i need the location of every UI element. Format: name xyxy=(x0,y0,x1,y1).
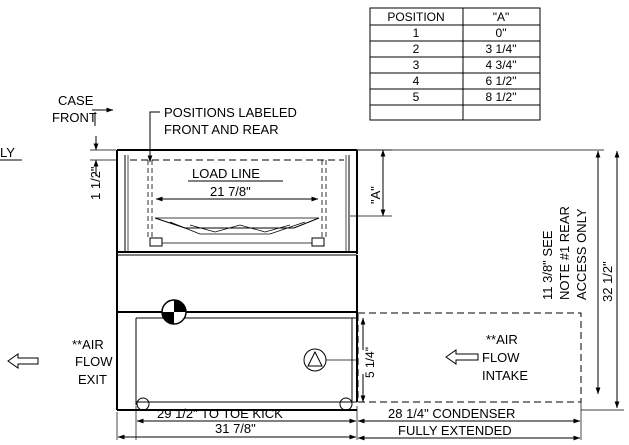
leg-front xyxy=(136,397,150,411)
leg-rear xyxy=(339,397,353,411)
rear-access-note: NOTE #1 REAR xyxy=(557,206,572,300)
air-flow-intake-label: INTAKE xyxy=(482,368,528,383)
condenser-access-icon xyxy=(303,348,327,372)
deck-pan-lower xyxy=(169,221,306,235)
toe-kick-dimension: 29 1/2" TO TOE KICK xyxy=(157,406,283,421)
air-flow-exit-label: FLOW xyxy=(75,354,113,369)
air-flow-exit-label: **AIR xyxy=(72,337,104,352)
air-intake-arrow-icon xyxy=(445,349,479,365)
deck-foot-rear xyxy=(311,237,325,247)
table-cell-position: 2 xyxy=(413,42,420,56)
positions-labeled-note: POSITIONS LABELED xyxy=(164,105,297,120)
cut-off-label: LY xyxy=(0,145,15,160)
table-cell-a: 8 1/2" xyxy=(486,90,517,104)
table-cell-a: 6 1/2" xyxy=(486,74,517,88)
center-of-gravity-icon xyxy=(161,299,187,325)
overall-height-dimension: 32 1/2" xyxy=(600,261,615,302)
condenser-extended-outline xyxy=(357,312,582,403)
case-front-label: FRONT xyxy=(52,110,97,125)
table-cell-position: 4 xyxy=(413,74,420,88)
lower-height-dimension: 5 1/4" xyxy=(363,347,377,378)
position-table: POSITION "A" 1 0" 2 3 1/4" 3 4 3/4" 4 6 … xyxy=(369,7,541,121)
table-cell-a: 4 3/4" xyxy=(486,58,517,72)
display-case-body xyxy=(116,149,582,411)
shelf-width-dimension: 21 7/8" xyxy=(210,184,251,199)
table-cell-a: 0" xyxy=(496,26,507,40)
table-border xyxy=(369,7,541,121)
table-cell-a: 3 1/4" xyxy=(486,42,517,56)
deck-baffle xyxy=(189,224,291,233)
deck-foot-front xyxy=(149,237,163,247)
a-dimension-label: "A" xyxy=(368,186,383,204)
left-height-dimension: 1 1/2" xyxy=(88,166,103,200)
table-cell-position: 1 xyxy=(413,26,420,40)
rear-access-note: 11 3/8" SEE xyxy=(540,230,555,300)
rear-access-note: ACCESS ONLY xyxy=(574,208,589,300)
table-cell-position: 5 xyxy=(413,90,420,104)
air-exit-arrow-icon xyxy=(7,353,39,369)
positions-labeled-leader xyxy=(147,111,160,163)
table-header-position: POSITION xyxy=(387,10,444,24)
table-cell-position: 3 xyxy=(413,58,420,72)
air-flow-exit-label: EXIT xyxy=(78,372,107,387)
positions-labeled-note: FRONT AND REAR xyxy=(164,122,279,137)
air-flow-intake-label: **AIR xyxy=(486,332,518,347)
condenser-extended-dimension: FULLY EXTENDED xyxy=(398,423,512,438)
case-front-label: CASE xyxy=(58,93,94,108)
air-flow-intake-label: FLOW xyxy=(482,350,520,365)
load-line-label: LOAD LINE xyxy=(192,166,260,181)
condenser-extended-dimension: 28 1/4" CONDENSER xyxy=(388,406,515,421)
deck-pan xyxy=(154,217,320,229)
table-header-a: "A" xyxy=(493,10,510,24)
overall-depth-dimension: 31 7/8" xyxy=(215,421,256,436)
